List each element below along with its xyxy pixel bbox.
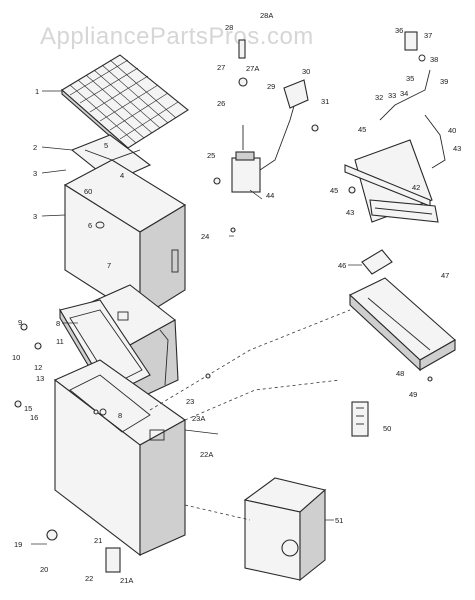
callout-49: 49 bbox=[409, 390, 417, 399]
callout-6: 6 bbox=[88, 221, 92, 230]
bracket-bar[interactable] bbox=[369, 199, 439, 223]
callout-44: 44 bbox=[266, 191, 274, 200]
callout-33: 33 bbox=[388, 91, 396, 100]
callout-11: 11 bbox=[56, 337, 64, 346]
callout-1: 1 bbox=[35, 87, 39, 96]
callout-16: 16 bbox=[30, 413, 38, 422]
callout-30: 30 bbox=[302, 67, 310, 76]
callout-5: 5 bbox=[104, 141, 108, 150]
callout-40: 40 bbox=[448, 126, 456, 135]
callout-20: 20 bbox=[40, 565, 48, 574]
callout-23A: 23A bbox=[192, 414, 205, 423]
callout-23: 23 bbox=[186, 397, 194, 406]
callout-45: 45 bbox=[330, 186, 338, 195]
watermark-text: AppliancePartsPros.com bbox=[40, 23, 314, 50]
callout-25: 25 bbox=[207, 151, 215, 160]
callout-21A: 21A bbox=[120, 576, 133, 585]
callout-42: 42 bbox=[412, 183, 420, 192]
callout-3: 3 bbox=[33, 169, 37, 178]
callout-leaders bbox=[31, 90, 362, 545]
electrical-connector[interactable] bbox=[351, 401, 369, 437]
leader-dashed bbox=[184, 379, 341, 421]
inner-heater-assembly[interactable] bbox=[59, 284, 179, 404]
junction-box[interactable] bbox=[243, 477, 327, 582]
callout-22: 22 bbox=[85, 574, 93, 583]
base-bracket[interactable] bbox=[105, 547, 121, 573]
callout-46: 46 bbox=[338, 261, 346, 270]
callout-3: 3 bbox=[33, 212, 37, 221]
callout-27: 27 bbox=[217, 63, 225, 72]
callout-48: 48 bbox=[396, 369, 404, 378]
callout-51: 51 bbox=[335, 516, 343, 525]
callout-21: 21 bbox=[94, 536, 102, 545]
leader-dashed bbox=[184, 504, 251, 521]
small-component[interactable] bbox=[361, 249, 393, 275]
loose-small-parts bbox=[14, 124, 433, 541]
callout-27A: 27A bbox=[246, 64, 259, 73]
callout-28A: 28A bbox=[260, 11, 273, 20]
callout-45: 45 bbox=[358, 125, 366, 134]
thermostat-assembly[interactable] bbox=[231, 39, 309, 193]
callout-8: 8 bbox=[118, 411, 122, 420]
callout-50: 50 bbox=[383, 424, 391, 433]
drawer-tray[interactable] bbox=[349, 277, 456, 372]
callout-43: 43 bbox=[346, 208, 354, 217]
callout-36: 36 bbox=[395, 26, 403, 35]
callout-43: 43 bbox=[453, 144, 461, 153]
upper-cabinet[interactable] bbox=[63, 159, 187, 320]
callout-8: 8 bbox=[56, 319, 60, 328]
callout-4: 4 bbox=[120, 171, 124, 180]
base-cabinet[interactable] bbox=[53, 359, 187, 557]
callout-28: 28 bbox=[225, 23, 233, 32]
callout-15: 15 bbox=[24, 404, 32, 413]
callout-47: 47 bbox=[441, 271, 449, 280]
callout-60: 60 bbox=[84, 187, 92, 196]
callout-9: 9 bbox=[18, 318, 22, 327]
callout-39: 39 bbox=[440, 77, 448, 86]
callout-34: 34 bbox=[400, 89, 408, 98]
callout-2: 2 bbox=[33, 143, 37, 152]
callout-labels: 1 2 3 3 4 5 6 7 8 8 9 10 11 12 13 15 16 … bbox=[12, 11, 461, 585]
callout-13: 13 bbox=[36, 374, 44, 383]
callout-22A: 22A bbox=[200, 450, 213, 459]
callout-7: 7 bbox=[107, 261, 111, 270]
callout-29: 29 bbox=[267, 82, 275, 91]
callout-26: 26 bbox=[217, 99, 225, 108]
callout-35: 35 bbox=[406, 74, 414, 83]
callout-32: 32 bbox=[375, 93, 383, 102]
callout-38: 38 bbox=[430, 55, 438, 64]
callout-19: 19 bbox=[14, 540, 22, 549]
top-grille[interactable] bbox=[61, 54, 189, 154]
callout-31: 31 bbox=[321, 97, 329, 106]
callout-10: 10 bbox=[12, 353, 20, 362]
callout-37: 37 bbox=[424, 31, 432, 40]
callout-24: 24 bbox=[201, 232, 209, 241]
callout-12: 12 bbox=[34, 363, 42, 372]
leader-dashed bbox=[149, 309, 351, 411]
